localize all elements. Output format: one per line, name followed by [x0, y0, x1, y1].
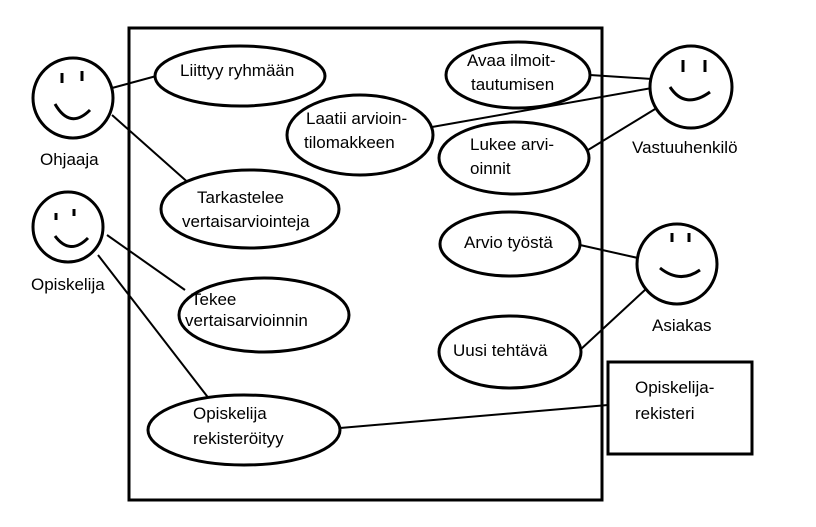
actor-label-ohjaaja: Ohjaaja — [40, 150, 99, 169]
use-case-tekee: Tekee vertaisarvioinnin — [177, 276, 351, 354]
line-rekisteri-rekisteroityy — [339, 404, 609, 429]
line-asiakas-uusi — [579, 288, 647, 351]
association-lines — [97, 74, 661, 429]
svg-text:Arvio työstä: Arvio työstä — [464, 233, 553, 252]
actor-label-vastuuhenkilo: Vastuuhenkilö — [632, 138, 738, 157]
line-ohjaaja-tarkastelee — [111, 114, 193, 187]
svg-text:vertaisarvioinnin: vertaisarvioinnin — [185, 311, 308, 330]
line-vastuu-lukee — [587, 105, 661, 151]
svg-text:Liittyy ryhmään: Liittyy ryhmään — [180, 61, 294, 80]
actor-opiskelija: Opiskelija — [31, 190, 105, 294]
svg-text:tautumisen: tautumisen — [471, 75, 554, 94]
use-case-uusi-tehtava: Uusi tehtävä — [437, 314, 583, 390]
use-case-arvio-tyosta: Arvio työstä — [438, 210, 582, 278]
svg-text:oinnit: oinnit — [470, 159, 511, 178]
line-opiskelija-tekee — [106, 234, 186, 291]
use-case-lukee-arvioinnit: Lukee arvi- oinnit — [437, 120, 591, 196]
svg-text:Opiskelija: Opiskelija — [193, 404, 267, 423]
smiley-face-icon — [31, 190, 105, 264]
line-vastuu-avaa — [589, 74, 653, 80]
use-case-avaa-ilmoittautumisen: Avaa ilmoit- tautumisen — [444, 40, 592, 110]
line-asiakas-arvio — [579, 244, 639, 259]
line-ohjaaja-liittyy — [111, 74, 161, 89]
svg-text:tilomakkeen: tilomakkeen — [304, 133, 395, 152]
use-case-laatii-arviointilomakkeen: Laatii arvioin- tilomakkeen — [285, 93, 435, 177]
smiley-face-icon — [635, 222, 719, 306]
svg-text:Opiskelija-: Opiskelija- — [635, 378, 714, 397]
actor-vastuuhenkilo: Vastuuhenkilö — [632, 44, 738, 157]
svg-text:Tarkastelee: Tarkastelee — [197, 188, 284, 207]
external-system-opiskelijarekisteri: Opiskelija- rekisteri — [606, 360, 754, 456]
smiley-face-icon — [648, 44, 734, 130]
actor-ohjaaja: Ohjaaja — [31, 56, 115, 169]
svg-text:Avaa ilmoit-: Avaa ilmoit- — [467, 51, 556, 70]
use-case-rekisteroityy: Opiskelija rekisteröityy — [146, 393, 342, 467]
use-case-tarkastelee: Tarkastelee vertaisarviointeja — [159, 168, 341, 250]
svg-text:Uusi tehtävä: Uusi tehtävä — [453, 341, 548, 360]
smiley-face-icon — [31, 56, 115, 140]
svg-text:Tekee: Tekee — [191, 290, 236, 309]
svg-text:Laatii arvioin-: Laatii arvioin- — [306, 109, 407, 128]
svg-text:rekisteröityy: rekisteröityy — [193, 429, 284, 448]
line-opiskelija-rekisteroityy — [97, 254, 211, 401]
svg-text:vertaisarviointeja: vertaisarviointeja — [182, 212, 310, 231]
actor-asiakas: Asiakas — [635, 222, 719, 335]
use-case-liittyy-ryhmaan: Liittyy ryhmään — [153, 44, 327, 108]
system-boundary — [127, 26, 604, 502]
actor-label-asiakas: Asiakas — [652, 316, 712, 335]
svg-text:rekisteri: rekisteri — [635, 404, 695, 423]
svg-text:Lukee arvi-: Lukee arvi- — [470, 135, 554, 154]
actor-label-opiskelija: Opiskelija — [31, 275, 105, 294]
